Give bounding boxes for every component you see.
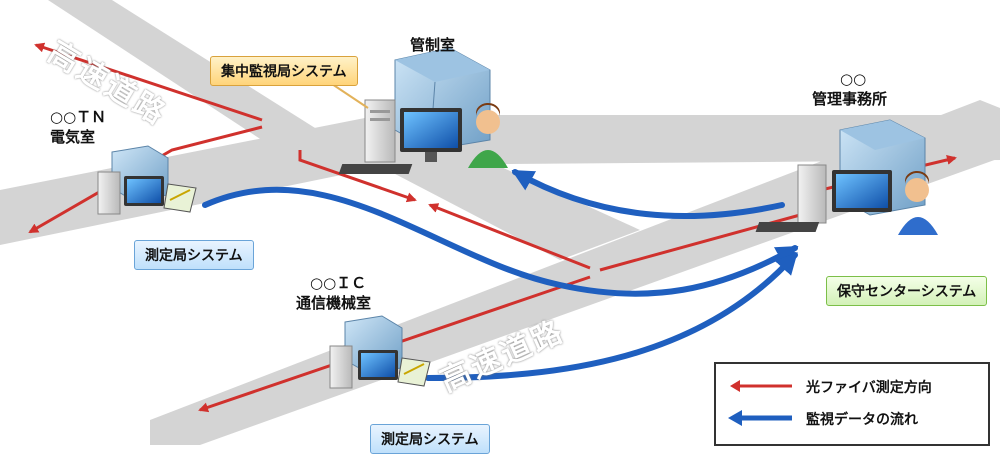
fiber-arrow-center: [298, 150, 417, 203]
data-arrow-tn-to-office: [202, 186, 799, 297]
blue-arrow-icon: [728, 410, 792, 426]
ic-station-name: ○○ＩＣ: [310, 274, 367, 292]
server-tower-icon: [364, 99, 396, 163]
office-name: ○○: [840, 70, 867, 88]
legend: 光ファイバ測定方向 監視データの流れ: [714, 362, 990, 446]
ic-station-site: [329, 315, 431, 389]
ic-station-system-tag: 測定局システム: [370, 424, 490, 454]
road-upper-left: [48, 0, 350, 165]
operator-person-icon: [468, 102, 508, 168]
road-junction: [330, 130, 640, 260]
office-system-tag: 保守センターシステム: [826, 276, 988, 306]
legend-item-data: 監視データの流れ: [722, 406, 984, 430]
tn-station-site: [97, 145, 197, 215]
monitor-icon: [755, 170, 892, 232]
legend-item-fiber: 光ファイバ測定方向: [722, 374, 984, 398]
server-tower-icon: [97, 171, 121, 215]
control-room-system-tag: 集中監視局システム: [210, 56, 358, 86]
monitor-icon: [124, 176, 164, 206]
data-arrow-ic-to-office: [425, 252, 798, 381]
legend-label-fiber: 光ファイバ測定方向: [806, 380, 932, 396]
monitor-icon: [358, 350, 398, 380]
red-arrow-icon: [730, 380, 792, 392]
fiber-arrow-left: [28, 125, 263, 234]
ic-station-room: 通信機械室: [296, 294, 372, 312]
server-tower-icon: [329, 345, 353, 389]
monitor-icon: [338, 108, 462, 174]
data-flow-arrows: [202, 169, 799, 381]
operator-person-icon: [898, 170, 938, 235]
road-main: [0, 115, 1000, 245]
tn-station-room: 電気室: [50, 128, 96, 146]
laptop-icon: [397, 357, 431, 387]
fiber-arrow-to-junction: [428, 203, 591, 270]
legend-label-data: 監視データの流れ: [806, 412, 918, 428]
office-site: [755, 119, 938, 235]
tn-station-system-tag: 測定局システム: [134, 240, 254, 270]
control-room-site: [338, 47, 508, 174]
data-arrow-office-to-control: [511, 169, 785, 220]
fiber-arrow-upper-left: [34, 42, 263, 122]
control-room-title: 管制室: [410, 36, 456, 54]
tn-station-name: ○○ＴＮ: [50, 108, 107, 126]
laptop-icon: [163, 183, 197, 213]
office-title: 管理事務所: [812, 90, 888, 108]
server-tower-icon: [797, 164, 827, 224]
